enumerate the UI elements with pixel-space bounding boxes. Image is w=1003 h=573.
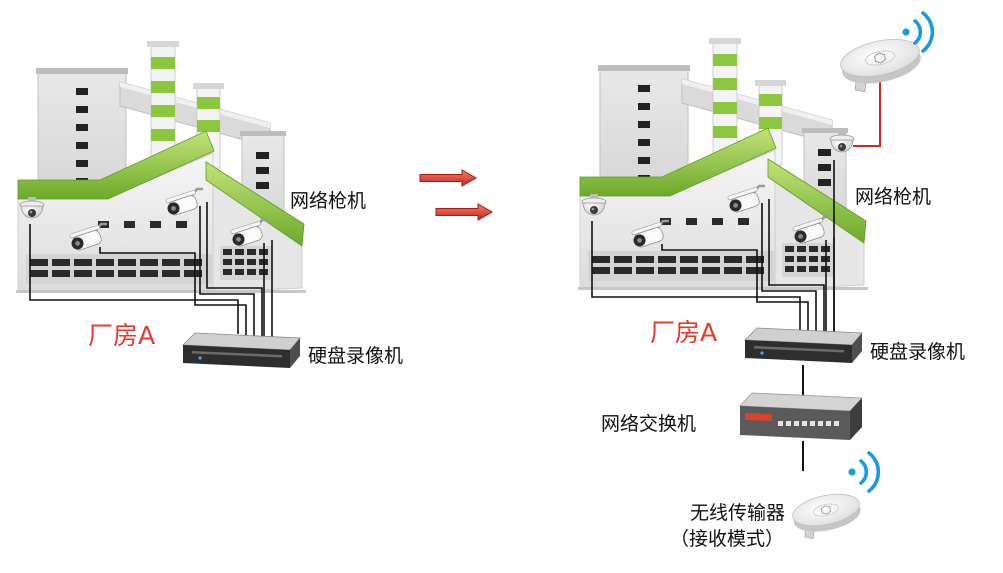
wireless-ap-bottom — [789, 488, 865, 543]
wifi-icon-bottom — [846, 451, 881, 493]
nvr-label-left: 硬盘录像机 — [308, 345, 403, 367]
factory-label-left: 厂房A — [88, 321, 155, 350]
network-switch-icon — [739, 392, 863, 440]
switch-label: 网络交换机 — [601, 413, 696, 435]
nvr-label-right: 硬盘录像机 — [870, 341, 965, 363]
arrow-right-icon — [435, 203, 494, 221]
wireless-ap-top — [836, 32, 926, 97]
arrow-right-icon — [419, 169, 478, 187]
nvr-left — [182, 332, 301, 369]
wireless-mode-label: （接收模式） — [670, 528, 784, 550]
factory-left — [15, 40, 307, 294]
left-scene: 网络枪机 厂房A 硬盘录像机 — [15, 40, 403, 369]
camera-label-left: 网络枪机 — [290, 190, 366, 212]
camera-label-right: 网络枪机 — [855, 186, 931, 208]
transition-arrows — [419, 169, 494, 221]
uplink-cable — [853, 78, 881, 147]
factory-right — [577, 37, 869, 291]
wireless-label: 无线传输器 — [690, 502, 785, 524]
nvr-right — [744, 327, 863, 364]
right-scene: 网络枪机 厂房A 硬盘录像机 网络交换机 无线传输器 （接收模式） — [577, 11, 965, 550]
factory-label-right: 厂房A — [650, 318, 717, 347]
wireless-ap-bottom-wrap — [789, 488, 865, 543]
